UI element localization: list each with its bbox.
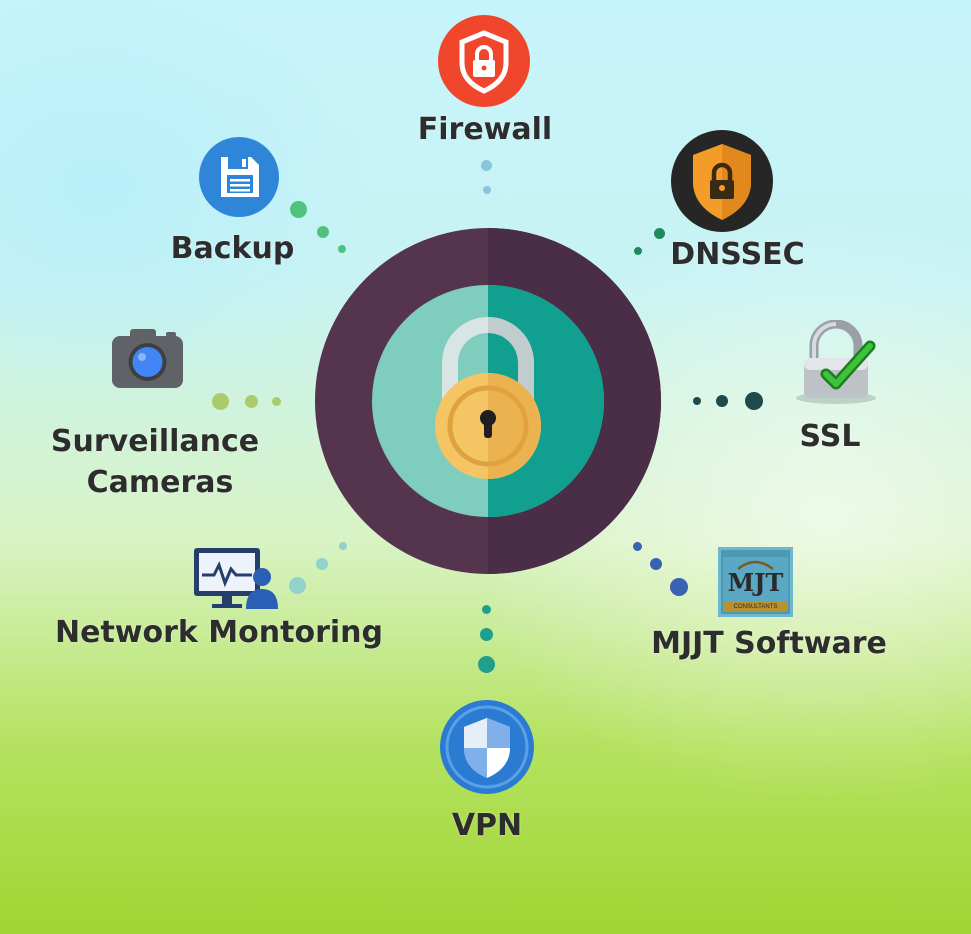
floppy-disk-icon: [199, 137, 279, 217]
shield-vpn-icon: [440, 700, 534, 794]
connector-dot: [634, 247, 642, 255]
connector-dot: [480, 628, 493, 641]
camera-icon: [110, 328, 185, 390]
mjt-logo-subtext: CONSULTANTS: [733, 604, 778, 610]
connector-dot: [317, 226, 329, 238]
mjt-logo-text: MJT: [727, 568, 784, 597]
connector-dot: [482, 605, 491, 614]
connector-dot: [272, 397, 281, 406]
cameras-label: Cameras: [86, 465, 234, 500]
firewall-label: Firewall: [417, 112, 553, 147]
connector-dot: [633, 542, 642, 551]
monitor-user-icon: [190, 545, 280, 611]
connector-dot: [245, 395, 258, 408]
padlock-check-icon: [790, 320, 882, 405]
connector-dot: [478, 656, 495, 673]
connector-dot: [289, 577, 306, 594]
connector-dot: [483, 186, 491, 194]
central-padlock-icon: [315, 228, 661, 574]
connector-dot: [670, 578, 688, 596]
connector-dot: [716, 395, 728, 407]
connector-dot: [316, 558, 328, 570]
connector-dot: [654, 228, 665, 239]
mjjt-software-label: MJJT Software: [651, 626, 887, 661]
connector-dot: [212, 393, 229, 410]
connector-dot: [745, 392, 763, 410]
connector-dot: [290, 201, 307, 218]
connector-dot: [339, 542, 347, 550]
backup-label: Backup: [170, 231, 295, 266]
connector-dot: [693, 397, 701, 405]
ssl-label: SSL: [799, 419, 861, 454]
badge-lock-icon: [671, 130, 773, 232]
vpn-label: VPN: [451, 808, 523, 843]
connector-dot: [481, 160, 492, 171]
shield-lock-icon: [438, 15, 530, 107]
mjt-logo-icon: MJT CONSULTANTS: [718, 547, 793, 617]
connector-dot: [338, 245, 346, 253]
surveillance-label: Surveillance: [50, 424, 260, 459]
connector-dot: [650, 558, 662, 570]
network-monitoring-label: Network Montoring: [55, 615, 383, 650]
dnssec-label: DNSSEC: [670, 237, 805, 272]
